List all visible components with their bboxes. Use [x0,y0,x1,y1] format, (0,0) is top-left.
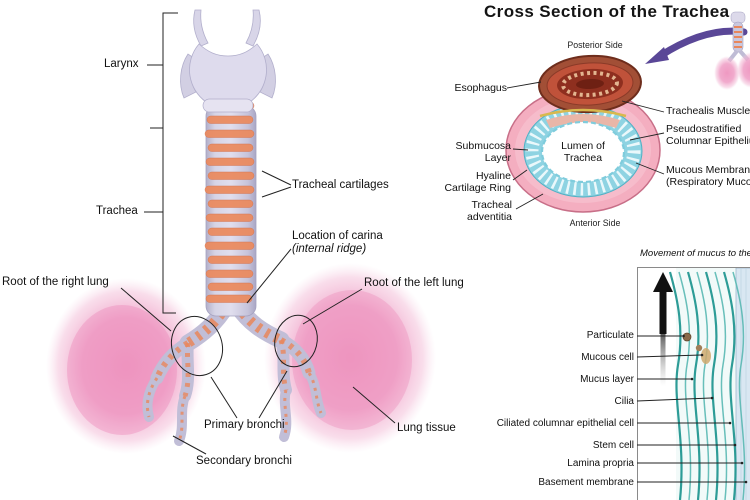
label-particulate: Particulate [586,330,634,341]
mucous-cell-shape [701,348,711,364]
larynx-shape [180,9,276,113]
label-larynx: Larynx [104,58,139,70]
mucus-arrow [653,272,673,386]
lumen-shape [540,120,626,184]
root-left-leader-line [302,288,363,325]
label-mucus-layer: Mucus layer [580,374,634,385]
cartilages-leader-line-1 [261,170,292,186]
mucous-line2: (Respiratory Mucosa) [666,175,750,188]
label-mucous-membrane: Mucous Membrane (Respiratory Mucosa) [666,164,750,189]
label-submucosa: Submucosa Layer [420,140,511,165]
label-basement-membrane: Basement membrane [538,477,634,488]
hyaline-line1: Hyaline [475,170,511,182]
esophagus-shape [538,54,642,114]
lumen-line2: Trachea [563,151,603,164]
leader-lines-cross-section [506,81,665,210]
label-anterior-side: Anterior Side [569,218,621,228]
label-secondary-bronchi: Secondary bronchi [196,455,292,467]
epithelium-line1: Pseudostratified [666,123,742,135]
label-trachea: Trachea [96,205,138,217]
label-adventitia: Tracheal adventitia [420,199,512,224]
cross-section-title: Cross Section of the Trachea [484,2,730,21]
label-carina: Location of carina [292,230,383,242]
label-tracheal-cartilages: Tracheal cartilages [292,179,389,191]
carina-leader-line [246,248,292,304]
epithelium-line2: Columnar Epithelium [666,134,750,147]
label-esophagus: Esophagus [454,82,507,94]
label-mucous-cell: Mucous cell [581,352,634,363]
bronchi-shapes [142,296,326,446]
label-root-right-lung: Root of the right lung [2,276,109,288]
label-root-left-lung: Root of the left lung [364,277,464,289]
lung-tissue-leader-line [352,386,396,424]
label-primary-bronchi: Primary bronchi [204,419,285,431]
label-trachealis-muscle: Trachealis Muscle [666,105,750,117]
label-lamina-propria: Lamina propria [567,458,634,469]
root-right-leader-line [120,287,172,332]
label-lumen: Lumen of Trachea [548,140,618,165]
label-stem-cell: Stem cell [592,440,634,451]
mucous-line1: Mucous Membrane [666,164,750,176]
primary-bronchi-leader-line-2 [258,370,288,419]
submucosa-yellow-line [539,108,627,118]
lumen-line1: Lumen of [561,140,605,152]
adventitia-line1: Tracheal [471,199,512,211]
lung-left-shape [264,263,436,453]
cilia-strands [668,271,746,500]
cross-section-rings [505,87,661,213]
secondary-bronchi-leader-line [172,435,207,455]
label-ciliated-cell: Ciliated columnar epithelial cell [496,418,634,429]
cartilage-rings [203,101,255,303]
hilum-rings [170,314,318,377]
leader-lines-main [120,12,396,455]
label-cilia: Cilia [614,396,634,407]
submucosa-line1: Submucosa [455,140,511,152]
mucus-panel-title: Movement of mucus to the [640,248,750,259]
epithelium-band [735,268,750,500]
leader-lines-mucus-panel [636,334,748,484]
label-posterior-side: Posterior Side [567,40,623,50]
mucous-membrane-leader-line [635,162,665,175]
label-lung-tissue: Lung tissue [397,422,456,434]
trachea-thumbnail [714,11,750,90]
label-hyaline: Hyaline Cartilage Ring [420,170,511,195]
esophagus-leader-line [506,81,542,89]
label-epithelium: Pseudostratified Columnar Epithelium [666,123,750,148]
trachea-bracket [162,12,178,314]
cartilages-leader-line-2 [261,186,292,198]
primary-bronchi-leader-line-1 [210,376,238,419]
submucosa-line2: Layer [484,151,511,164]
trachealis-leader-line [621,100,665,113]
label-carina-sub: (internal ridge) [292,243,367,255]
hyaline-line2: Cartilage Ring [444,181,511,194]
adventitia-line2: adventitia [467,210,512,223]
epithelium-leader-line [629,132,665,141]
hyaline-leader-line [512,169,528,181]
particulate-dots [682,332,711,364]
adventitia-leader-line [515,193,544,210]
submucosa-leader-line [512,148,529,151]
